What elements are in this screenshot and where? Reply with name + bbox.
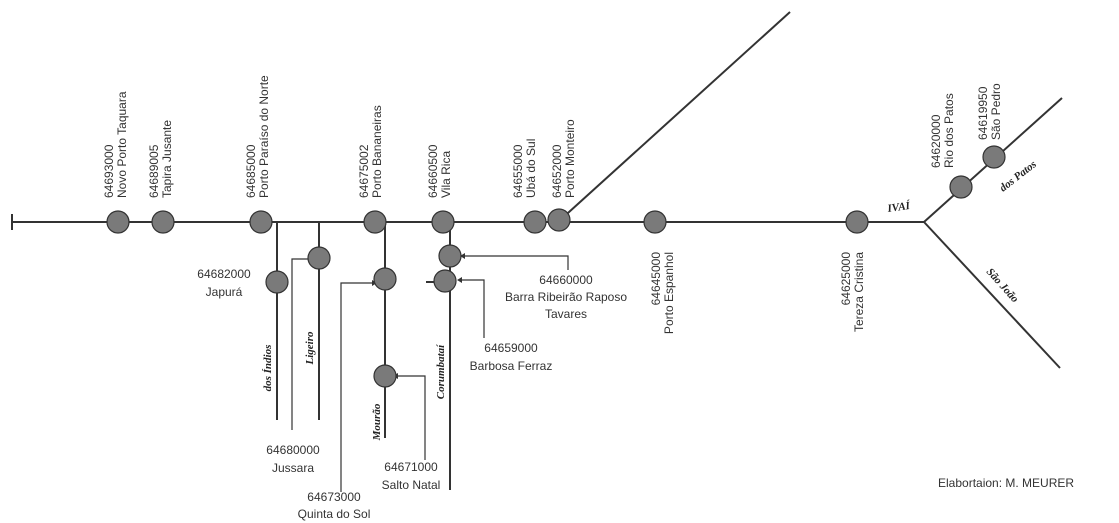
river-label-ligeiro: Ligeiro bbox=[304, 331, 316, 365]
station-salto-natal[interactable] bbox=[373, 364, 397, 388]
label-name-barra-ribeirao-raposo: Barra Ribeirão Raposo bbox=[505, 290, 627, 304]
label-code-quinta-do-sol: 64673000 bbox=[307, 490, 361, 504]
barbosa-ferraz-arrowhead bbox=[457, 277, 462, 283]
label-code-barra-ribeirao-raposo-tavares: 64660000 bbox=[539, 273, 593, 287]
label-name-porto-bananeiras: Porto Bananeiras bbox=[370, 105, 384, 198]
station-jussara[interactable] bbox=[307, 246, 331, 270]
label-name-porto-espanhol: Porto Espanhol bbox=[662, 252, 676, 334]
label-code-vila-rica: 64660500 bbox=[426, 144, 440, 198]
label-name-novo-porto-taquara: Novo Porto Taquara bbox=[115, 91, 129, 198]
label-code-jussara: 64680000 bbox=[266, 443, 320, 457]
barra-ribeirao-pointer bbox=[465, 255, 569, 270]
label-name-porto-monteiro: Porto Monteiro bbox=[563, 119, 577, 198]
station-quinta-do-sol[interactable] bbox=[373, 267, 397, 291]
river-label-mourao: Mourão bbox=[371, 403, 383, 441]
label-code-novo-porto-taquara: 64693000 bbox=[102, 144, 116, 198]
station-japura[interactable] bbox=[265, 270, 289, 294]
label-code-porto-paraiso-do-norte: 64685000 bbox=[244, 144, 258, 198]
label-code-porto-espanhol: 64645000 bbox=[649, 252, 663, 306]
station-vila-rica[interactable] bbox=[431, 210, 455, 234]
label-code-sao-pedro: 64619950 bbox=[976, 86, 990, 140]
label-name-tapira-jusante: Tapira Jusante bbox=[160, 120, 174, 198]
label-name-vila-rica: Vila Rica bbox=[439, 151, 453, 198]
barbosa-ferraz-pointer bbox=[462, 279, 485, 338]
label-name2-tavares: Tavares bbox=[545, 307, 587, 321]
station-tereza-cristina[interactable] bbox=[845, 210, 869, 234]
label-code-uba-do-sul: 64655000 bbox=[511, 144, 525, 198]
station-tapira-jusante[interactable] bbox=[151, 210, 175, 234]
label-name-japura: Japurá bbox=[206, 285, 243, 299]
station-barbosa-ferraz[interactable] bbox=[433, 269, 457, 293]
label-code-japura: 64682000 bbox=[197, 267, 251, 281]
label-code-rio-dos-patos: 64620000 bbox=[929, 114, 943, 168]
station-novo-porto-taquara[interactable] bbox=[106, 210, 130, 234]
station-uba-do-sul[interactable] bbox=[523, 210, 547, 234]
label-code-porto-monteiro: 64652000 bbox=[550, 144, 564, 198]
station-porto-monteiro[interactable] bbox=[547, 208, 571, 232]
label-name-barbosa-ferraz: Barbosa Ferraz bbox=[470, 359, 553, 373]
river-label-dos-patos: dos Patos bbox=[997, 158, 1038, 194]
label-code-porto-bananeiras: 64675002 bbox=[357, 144, 371, 198]
river-label-sao-joao: São João bbox=[984, 266, 1021, 306]
label-name-salto-natal: Salto Natal bbox=[382, 478, 441, 492]
station-sao-pedro[interactable] bbox=[982, 145, 1006, 169]
sao-joao-river-line bbox=[923, 221, 1061, 369]
label-code-tereza-cristina: 64625000 bbox=[839, 252, 853, 306]
label-name-quinta-do-sol: Quinta do Sol bbox=[298, 507, 371, 521]
credit-text: Elabortaion: M. MEURER bbox=[938, 476, 1075, 490]
barra-ribeirao-arrowhead bbox=[460, 253, 465, 259]
label-name-uba-do-sul: Ubá do Sul bbox=[524, 139, 538, 198]
salto-natal-pointer bbox=[398, 375, 426, 460]
station-porto-paraiso-do-norte[interactable] bbox=[249, 210, 273, 234]
label-name-rio-dos-patos: Rio dos Patos bbox=[942, 93, 956, 168]
station-barra-ribeirao-raposo-tavares[interactable] bbox=[438, 244, 462, 268]
station-rio-dos-patos[interactable] bbox=[949, 175, 973, 199]
label-code-barbosa-ferraz: 64659000 bbox=[484, 341, 538, 355]
label-code-salto-natal: 64671000 bbox=[384, 460, 438, 474]
label-name-porto-paraiso-do-norte: Porto Paraíso do Norte bbox=[257, 75, 271, 198]
river-label-corumbatai: Corumbataí bbox=[435, 344, 447, 399]
label-name-jussara: Jussara bbox=[272, 461, 314, 475]
station-porto-bananeiras[interactable] bbox=[363, 210, 387, 234]
label-code-tapira-jusante: 64689005 bbox=[147, 144, 161, 198]
upper-tributary-line bbox=[557, 11, 791, 223]
label-name-sao-pedro: São Pedro bbox=[989, 83, 1003, 140]
jussara-pointer bbox=[291, 258, 309, 430]
label-name-tereza-cristina: Tereza Cristina bbox=[852, 252, 866, 332]
quinta-do-sol-pointer bbox=[340, 282, 372, 492]
river-label-ivai: IVAÍ bbox=[886, 200, 912, 215]
river-label-dos-indios: dos Índios bbox=[262, 345, 274, 392]
station-porto-espanhol[interactable] bbox=[643, 210, 667, 234]
